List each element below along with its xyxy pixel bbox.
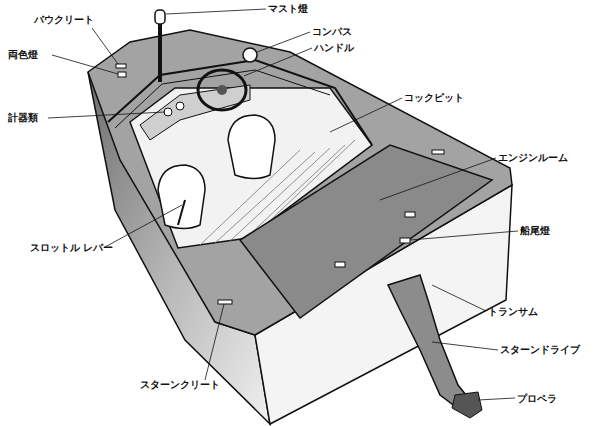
part-label: トランサム	[488, 306, 538, 318]
part-label: コンパス	[312, 26, 352, 38]
wheel-hub	[217, 85, 227, 95]
mast	[158, 22, 162, 82]
stern-cleat	[432, 150, 444, 154]
steering-wheel	[198, 70, 246, 110]
part-label: マスト燈	[268, 3, 308, 15]
part-label: ハンドル	[314, 42, 354, 54]
gauge	[176, 102, 184, 110]
part-label: スターンクリート	[140, 379, 220, 391]
part-label: プロペラ	[517, 393, 557, 405]
gauge	[164, 108, 172, 116]
engine-hatch	[240, 145, 492, 318]
seat	[228, 115, 275, 179]
deck	[88, 30, 512, 335]
part-label: バウクリート	[34, 14, 94, 26]
part-label: 計器類	[8, 112, 38, 124]
part-label: エンジンルーム	[498, 152, 568, 164]
stern-cleat	[218, 300, 232, 304]
hatch-latch	[405, 212, 415, 217]
propeller	[452, 392, 482, 418]
mast-light	[155, 10, 165, 24]
stern-light	[400, 238, 410, 243]
compass	[243, 48, 257, 62]
seat	[158, 165, 205, 229]
leader-lines	[48, 9, 518, 400]
bow-cleat	[116, 64, 126, 68]
throttle	[178, 200, 185, 225]
part-label: コックピット	[404, 92, 464, 104]
stern-drive	[388, 275, 470, 410]
part-label: 両色燈	[8, 49, 38, 61]
part-label: スターンドライブ	[500, 344, 580, 356]
hatch-latch	[335, 262, 345, 267]
part-label: スロットル レバー	[30, 242, 113, 254]
bicolor-light	[118, 72, 126, 77]
part-label: 船尾燈	[520, 225, 550, 237]
